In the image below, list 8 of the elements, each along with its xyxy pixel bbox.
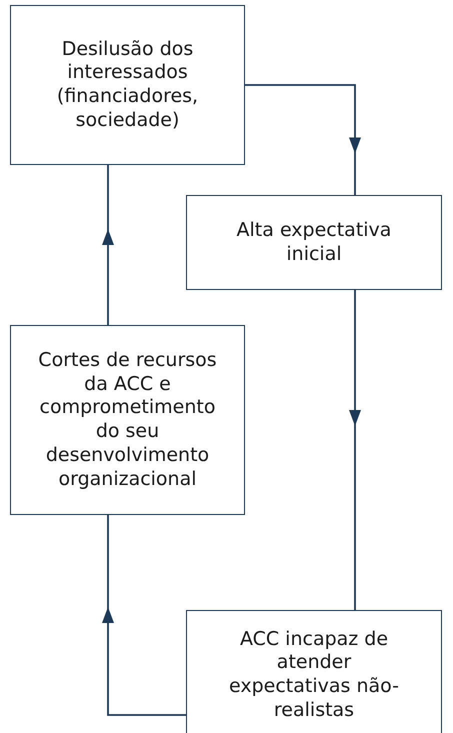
box-label: Desilusão dos interessados (financiadores, sociedade) — [56, 38, 200, 132]
process-box — [186, 610, 442, 733]
process-box — [10, 5, 245, 165]
box-label: Alta expectativa inicial — [236, 218, 392, 266]
box-label: Cortes de recursos da ACC e comprometimento do seu desenvolvimento organizacional — [37, 348, 218, 492]
process-box — [10, 325, 245, 515]
process-box — [186, 195, 442, 290]
box-label: ACC incapaz de atender expectativas não-realistas — [228, 628, 400, 722]
